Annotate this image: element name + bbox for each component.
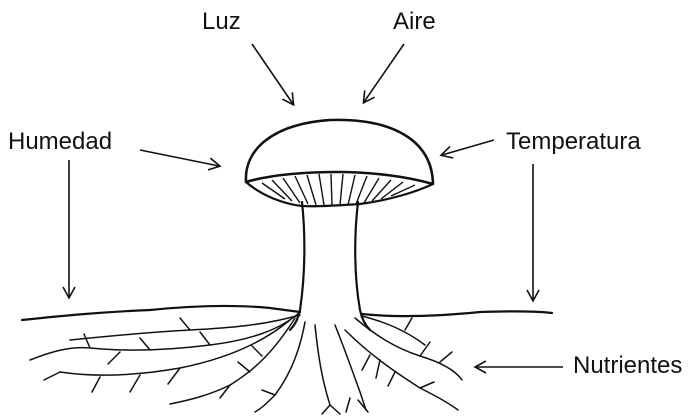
nutrients-label: Nutrientes — [573, 354, 682, 378]
light-arrow — [252, 44, 293, 104]
mushroom-stem — [290, 202, 370, 330]
light-label: Luz — [202, 10, 241, 34]
humidity-label: Humedad — [8, 130, 112, 154]
air-label: Aire — [393, 10, 436, 34]
humidity-arrow — [140, 150, 219, 166]
temperature-arrow — [442, 140, 494, 155]
temperature-label: Temperatura — [506, 130, 641, 154]
mushroom-cap — [246, 120, 433, 206]
air-arrow — [364, 44, 404, 102]
mycelium-roots — [30, 312, 462, 414]
